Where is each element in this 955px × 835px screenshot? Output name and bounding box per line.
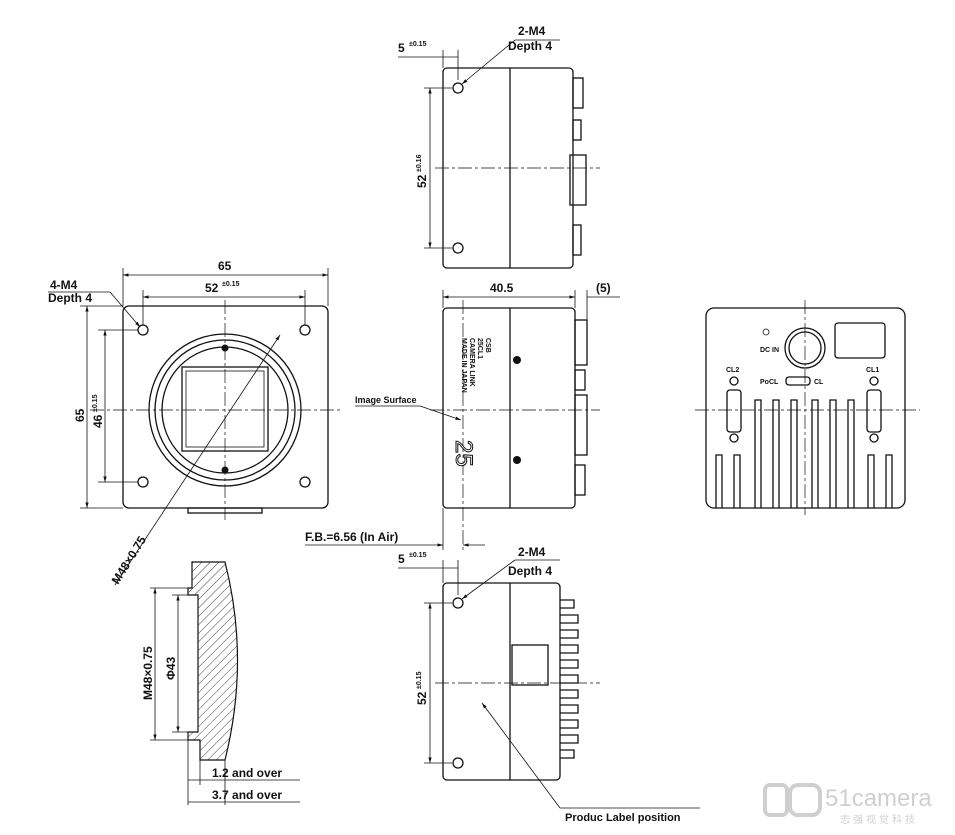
pocl-label: PoCL xyxy=(760,379,779,386)
mount-hole xyxy=(452,242,464,254)
label-position-callout: Produc Label position xyxy=(565,812,681,824)
model-number: 25 xyxy=(450,440,477,467)
v-pitch-tolerance: ±0.15 xyxy=(92,394,99,412)
depth-callout: Depth 4 xyxy=(48,291,92,305)
pitch-dimension: 52 xyxy=(415,174,429,188)
watermark-subtitle: 志强视觉科技 xyxy=(840,813,918,826)
dc-in-label: DC IN xyxy=(760,347,779,354)
pitch-tolerance: ±0.16 xyxy=(416,154,423,172)
front-view: 65 52 ±0.15 65 46 ±0.15 4-M4 Depth 4 M48×… xyxy=(48,259,340,587)
pitch-tolerance: ±0.15 xyxy=(416,671,423,689)
hole-callout: 2-M4 xyxy=(518,545,546,559)
label-line: MADE IN JAPAN xyxy=(460,338,467,393)
pocl-switch xyxy=(785,376,811,386)
length-dimension: 40.5 xyxy=(490,281,514,295)
height-dimension: 65 xyxy=(73,408,87,422)
hole-pitch-tolerance: ±0.15 xyxy=(222,281,240,288)
offset-tolerance: ±0.15 xyxy=(409,41,427,48)
hole-callout: 2-M4 xyxy=(518,24,546,38)
offset-tolerance: ±0.15 xyxy=(409,552,427,559)
mount-hole xyxy=(452,82,464,94)
mount-section: M48×0.75 Φ43 1.2 and over 3.7 and over xyxy=(141,561,300,805)
image-surface-label: Image Surface xyxy=(355,395,417,405)
depth-callout: Depth 4 xyxy=(508,564,552,578)
cl-switch-label: CL xyxy=(814,379,824,386)
watermark: 51camera 志强视觉科技 xyxy=(763,783,932,826)
label-line: 25CL1 xyxy=(476,338,483,359)
cl2-label: CL2 xyxy=(726,367,739,374)
cl1-label: CL1 xyxy=(866,367,879,374)
flange-back-label: F.B.=6.56 (In Air) xyxy=(305,530,398,544)
back-view: DC IN CL2 CL1 PoCL CL xyxy=(695,300,920,515)
label-line: CAMERA LINK xyxy=(468,338,475,387)
bottom-view: 5 ±0.15 2-M4 Depth 4 52 ±0.15 Produc Labe… xyxy=(398,545,700,824)
hole-callout: 4-M4 xyxy=(50,278,78,292)
product-label: CSB 25CL1 CAMERA LINK MADE IN JAPAN xyxy=(460,338,491,393)
diameter-dimension: Φ43 xyxy=(164,656,178,680)
dimension-3-7: 3.7 and over xyxy=(212,788,282,802)
mount-thread-label: M48×0.75 xyxy=(109,533,150,586)
label-line: CSB xyxy=(484,338,491,353)
top-view: 5 ±0.15 2-M4 Depth 4 52 ±0.16 xyxy=(398,24,600,269)
thread-dimension: M48×0.75 xyxy=(141,646,155,700)
connector-dimension: (5) xyxy=(596,281,611,295)
width-dimension: 65 xyxy=(218,259,232,273)
offset-dimension: 5 xyxy=(398,552,405,566)
watermark-brand: 51camera xyxy=(825,785,932,812)
pitch-dimension: 52 xyxy=(415,691,429,705)
offset-dimension: 5 xyxy=(398,41,405,55)
v-pitch-dimension: 46 xyxy=(91,414,105,428)
hole-pitch-dimension: 52 xyxy=(205,281,219,295)
side-view: CSB 25CL1 CAMERA LINK MADE IN JAPAN 25 4… xyxy=(305,281,620,550)
dimension-1-2: 1.2 and over xyxy=(212,766,282,780)
depth-callout: Depth 4 xyxy=(508,39,552,53)
